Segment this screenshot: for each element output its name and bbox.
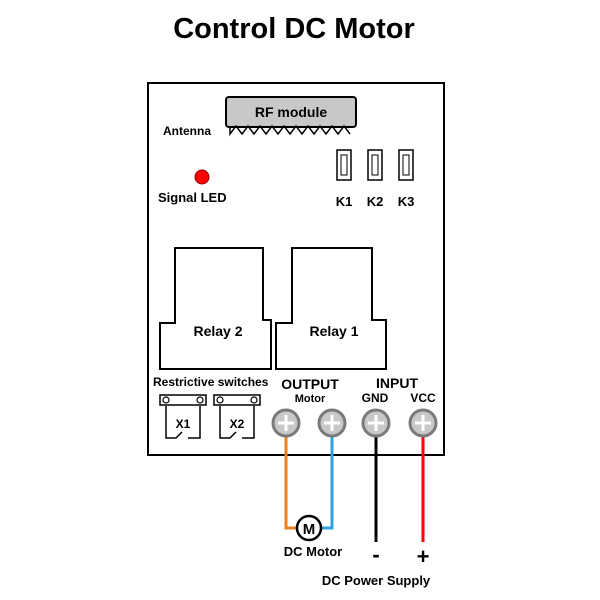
switch-x1-contact-icon	[165, 406, 183, 439]
wire-blue	[322, 425, 334, 530]
terminal-output-2[interactable]	[317, 408, 347, 438]
switch-x1: X1	[159, 394, 207, 439]
motor-icon	[295, 514, 323, 542]
antenna-zigzag-icon	[229, 124, 351, 137]
switch-x1-label: X1	[176, 417, 191, 431]
switch-x2-lead	[242, 406, 255, 439]
antenna-label: Antenna	[163, 124, 211, 138]
jumper-k2-slot	[371, 154, 379, 176]
signal-led-icon	[194, 169, 210, 185]
switch-x1-pin-right	[196, 396, 204, 404]
minus-sign: -	[372, 542, 379, 567]
switch-x1-lead	[188, 406, 201, 439]
jumper-k1-slot	[340, 154, 348, 176]
switch-x2-contact-icon	[219, 406, 237, 439]
jumper-k2[interactable]: K2	[367, 149, 384, 209]
jumper-k1[interactable]: K1	[336, 149, 353, 209]
relay-1-body	[275, 247, 387, 370]
relay-2-label: Relay 2	[193, 323, 242, 339]
switch-x2-pin-right	[250, 396, 258, 404]
dc-power-supply-label: DC Power Supply	[322, 573, 431, 588]
output-label: OUTPUT	[281, 376, 339, 392]
rf-module-label: RF module	[255, 104, 328, 120]
gnd-label: GND	[362, 391, 389, 405]
restrictive-switches-label: Restrictive switches	[153, 375, 269, 389]
vcc-label: VCC	[410, 391, 436, 405]
switch-x2-pin-left	[216, 396, 224, 404]
wire-orange	[284, 425, 296, 530]
jumper-k3-slot	[402, 154, 410, 176]
dc-motor: M DC Motor	[284, 514, 343, 559]
relay-1-label: Relay 1	[309, 323, 358, 339]
jumper-k3[interactable]: K3	[398, 149, 415, 209]
signal-led-label: Signal LED	[158, 190, 227, 205]
switch-x1-pin-left	[162, 396, 170, 404]
dc-motor-label: DC Motor	[284, 544, 343, 559]
relay-2-body	[159, 247, 272, 370]
switch-x2-body	[213, 394, 261, 406]
terminal-output-1[interactable]	[271, 408, 301, 438]
terminal-vcc[interactable]	[408, 408, 438, 438]
output-motor-label: Motor	[295, 393, 326, 405]
input-label: INPUT	[376, 375, 418, 391]
relay-2: Relay 2	[159, 247, 272, 370]
terminal-gnd[interactable]	[361, 408, 391, 438]
rf-module-body	[225, 96, 357, 128]
motor-symbol: M	[303, 521, 316, 538]
rf-module: RF module Antenna	[163, 96, 357, 138]
switch-x2-label: X2	[230, 417, 245, 431]
plus-sign: +	[417, 544, 430, 569]
jumper-k2-label: K2	[367, 194, 384, 209]
jumper-k3-label: K3	[398, 194, 415, 209]
diagram-title: Control DC Motor	[173, 13, 415, 45]
switch-x1-body	[159, 394, 207, 406]
relay-1: Relay 1	[275, 247, 387, 370]
jumper-k1-label: K1	[336, 194, 353, 209]
switch-x2: X2	[213, 394, 261, 439]
